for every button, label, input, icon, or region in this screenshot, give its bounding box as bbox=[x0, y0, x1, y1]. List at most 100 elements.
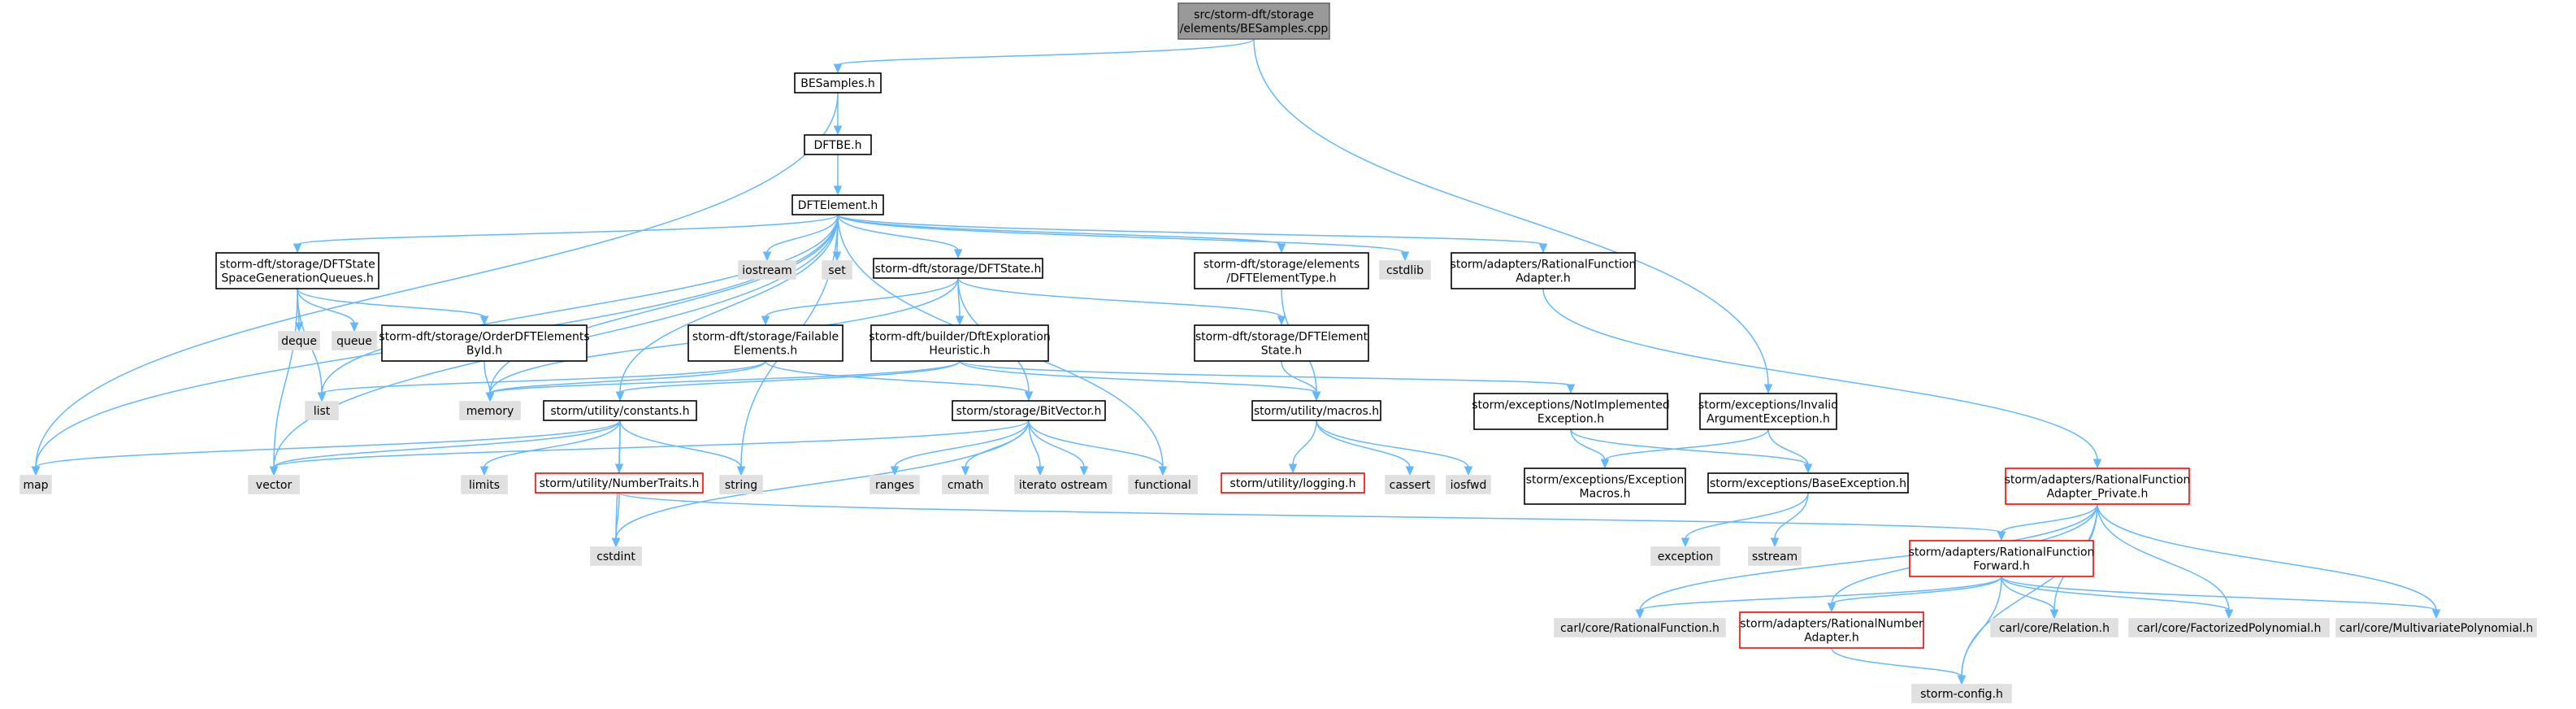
node-sstream[interactable]: sstream bbox=[1748, 546, 1802, 566]
edge-dftelement-to-elementtype bbox=[837, 214, 1286, 254]
node-label: Exception.h bbox=[1537, 413, 1604, 426]
node-string[interactable]: string bbox=[719, 475, 763, 494]
node-label: storm/adapters/RationalFunction bbox=[1451, 259, 1637, 272]
node-box bbox=[1128, 475, 1198, 494]
edge-macros-to-logging bbox=[1288, 420, 1317, 474]
node-label: map bbox=[23, 479, 48, 492]
node-iterator[interactable]: iterator bbox=[1014, 475, 1066, 494]
node-box bbox=[1221, 472, 1365, 494]
node-queue[interactable]: queue bbox=[332, 331, 377, 350]
node-label: carl/core/RationalFunction.h bbox=[1560, 622, 1720, 635]
node-label: ById.h bbox=[466, 345, 502, 358]
node-vector[interactable]: vector bbox=[248, 475, 300, 494]
node-list[interactable]: list bbox=[305, 401, 339, 420]
node-baseexc[interactable]: storm/exceptions/BaseException.h bbox=[1707, 472, 1909, 494]
node-exploration[interactable]: storm-dft/builder/DftExplorationHeuristi… bbox=[869, 324, 1051, 362]
node-label: storm/storage/BitVector.h bbox=[956, 405, 1102, 418]
node-box bbox=[1707, 472, 1909, 494]
edge-baseexc-to-sstream bbox=[1770, 492, 1809, 548]
node-rfprivate[interactable]: storm/adapters/RationalFunctionAdapter_P… bbox=[2005, 468, 2191, 505]
edge-rnadapter-to-stormconfig bbox=[1831, 647, 1967, 685]
node-ranges[interactable]: ranges bbox=[870, 475, 920, 494]
node-iosfwd[interactable]: iosfwd bbox=[1446, 475, 1491, 494]
node-label: iostream bbox=[742, 264, 792, 277]
edge-numbertraits-to-cstdint bbox=[611, 492, 621, 548]
node-dftstate[interactable]: storm-dft/storage/DFTState.h bbox=[873, 258, 1043, 279]
node-stormconfig[interactable]: storm-config.h bbox=[1911, 684, 2012, 703]
node-label: ostream bbox=[1060, 479, 1108, 492]
node-label: iterator bbox=[1019, 479, 1061, 492]
node-functional[interactable]: functional bbox=[1128, 475, 1198, 494]
node-multivariate[interactable]: carl/core/MultivariatePolynomial.h bbox=[2335, 618, 2537, 637]
node-map[interactable]: map bbox=[20, 475, 52, 494]
edge-queues-to-queue bbox=[297, 288, 359, 333]
edge-bitvector-to-functional bbox=[1028, 420, 1168, 476]
node-label: ranges bbox=[875, 479, 914, 492]
node-label: storm/adapters/RationalFunction bbox=[2005, 474, 2191, 487]
node-ostream[interactable]: ostream bbox=[1056, 475, 1112, 494]
edge-baseexc-to-exception bbox=[1680, 492, 1809, 548]
node-box bbox=[1446, 475, 1491, 494]
node-root[interactable]: src/storm-dft/storage/elements/BESamples… bbox=[1177, 2, 1330, 40]
node-label: storm/utility/NumberTraits.h bbox=[540, 477, 700, 490]
node-limits[interactable]: limits bbox=[461, 475, 508, 494]
node-cstdlib[interactable]: cstdlib bbox=[1379, 260, 1431, 280]
node-macros[interactable]: storm/utility/macros.h bbox=[1251, 400, 1381, 421]
node-cassert[interactable]: cassert bbox=[1385, 475, 1435, 494]
node-dftelement[interactable]: DFTElement.h bbox=[791, 194, 884, 215]
node-box bbox=[1909, 540, 2094, 577]
edge-invalidarg-to-excmacros bbox=[1600, 428, 1769, 469]
edge-dftelement-to-rfadapter bbox=[837, 214, 1548, 254]
node-iostream[interactable]: iostream bbox=[738, 260, 796, 280]
node-box bbox=[1699, 393, 1837, 430]
node-factorized[interactable]: carl/core/FactorizedPolynomial.h bbox=[2128, 618, 2330, 637]
node-besamples[interactable]: BESamples.h bbox=[794, 72, 882, 94]
node-numbertraits[interactable]: storm/utility/NumberTraits.h bbox=[535, 472, 704, 494]
node-box bbox=[1748, 546, 1802, 566]
node-box bbox=[1554, 618, 1726, 637]
node-label: Forward.h bbox=[1973, 560, 2030, 573]
node-set[interactable]: set bbox=[822, 260, 852, 280]
node-logging[interactable]: storm/utility/logging.h bbox=[1221, 472, 1365, 494]
node-label: string bbox=[725, 479, 757, 492]
node-box bbox=[1451, 252, 1636, 289]
node-notimpl[interactable]: storm/exceptions/NotImplementedException… bbox=[1472, 393, 1670, 430]
node-cmath[interactable]: cmath bbox=[942, 475, 989, 494]
node-constants[interactable]: storm/utility/constants.h bbox=[543, 400, 697, 421]
node-label: Adapter_Private.h bbox=[2047, 488, 2149, 501]
edge-rfforward-to-rnadapter bbox=[1827, 576, 2002, 613]
node-dftbe[interactable]: DFTBE.h bbox=[804, 134, 872, 155]
edge-exploration-to-macros bbox=[959, 360, 1321, 402]
edge-dftstate-to-failable bbox=[761, 277, 959, 326]
node-label: storm/exceptions/Invalid bbox=[1698, 399, 1838, 412]
edge-constants-to-map bbox=[31, 420, 621, 476]
node-rationalfunction[interactable]: carl/core/RationalFunction.h bbox=[1554, 618, 1726, 637]
node-bitvector[interactable]: storm/storage/BitVector.h bbox=[952, 400, 1106, 421]
edge-macros-to-cassert bbox=[1316, 420, 1415, 476]
node-relation[interactable]: carl/core/Relation.h bbox=[1990, 618, 2118, 637]
node-label: ArgumentException.h bbox=[1706, 413, 1830, 426]
node-box bbox=[870, 324, 1049, 362]
node-exception[interactable]: exception bbox=[1650, 546, 1720, 566]
node-box bbox=[1385, 475, 1435, 494]
node-cstdint[interactable]: cstdint bbox=[590, 546, 642, 566]
node-label: storm-dft/storage/DFTState bbox=[219, 259, 375, 272]
node-memory[interactable]: memory bbox=[459, 401, 521, 420]
node-label: storm-dft/storage/Failable bbox=[692, 331, 839, 344]
node-deque[interactable]: deque bbox=[278, 331, 320, 350]
node-queues[interactable]: storm-dft/storage/DFTStateSpaceGeneratio… bbox=[215, 252, 379, 289]
node-box bbox=[794, 72, 882, 94]
node-elementtype[interactable]: storm-dft/storage/elements/DFTElementTyp… bbox=[1194, 252, 1369, 289]
node-box bbox=[590, 546, 642, 566]
node-invalidarg[interactable]: storm/exceptions/InvalidArgumentExceptio… bbox=[1698, 393, 1838, 430]
edge-dftelement-to-cstdlib bbox=[837, 214, 1410, 262]
edge-rfforward-to-rationalfunction bbox=[1635, 576, 2002, 620]
edge-dftelement-to-dftstate bbox=[837, 214, 963, 259]
